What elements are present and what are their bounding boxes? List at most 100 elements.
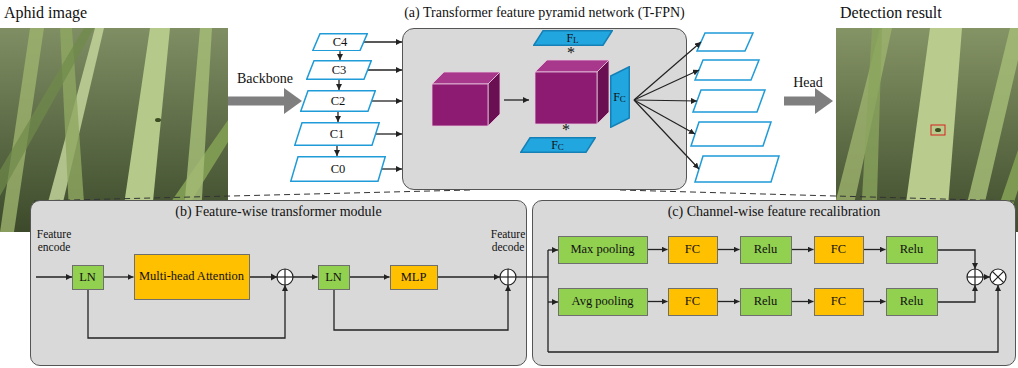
node-text: Relu (754, 294, 778, 308)
feature-plate: FL (533, 30, 613, 46)
connector (718, 301, 740, 302)
add-symbol (500, 269, 516, 285)
parallelogram-shape (533, 31, 612, 46)
feature-map: C0 (290, 156, 386, 182)
connector (792, 301, 814, 302)
node-text: LN (325, 270, 342, 284)
parallelogram-shape (295, 123, 380, 146)
backbone-arrow (228, 97, 284, 106)
node-text: FC (685, 242, 700, 256)
aphid (155, 118, 161, 122)
io-label: Feature decode (486, 228, 530, 254)
flow-arrow (548, 249, 558, 250)
node-text: C1 (330, 127, 345, 141)
connector (338, 80, 339, 90)
node-text: Max pooling (570, 242, 634, 256)
node-text: L (573, 36, 579, 45)
feature-map: C4 (312, 33, 368, 51)
feature-map: C3 (306, 60, 372, 80)
add-symbol (277, 269, 293, 285)
feature-cube (535, 60, 609, 124)
module-panel: (c) Channel-wise feature recalibrationMa… (532, 200, 1016, 366)
panel-title: (b) Feature-wise transformer module (175, 204, 381, 220)
node-text: FC (831, 242, 846, 256)
node-text: Relu (754, 242, 778, 256)
connector (376, 133, 402, 134)
panel-title: (c) Channel-wise feature recalibration (668, 204, 881, 220)
multiply-symbol (990, 269, 1006, 285)
aphid (935, 128, 941, 132)
operator-symbol-text: * (562, 122, 570, 138)
edge-label: Backbone (237, 71, 293, 87)
parallelogram-shape (313, 34, 368, 51)
head-arrow (784, 88, 833, 114)
output-feature-map (691, 122, 771, 146)
output-feature-maps (691, 33, 779, 182)
pooling-box: Avg pooling (558, 288, 648, 316)
pooling-box: Max pooling (558, 236, 648, 264)
fc-box: FC (814, 288, 864, 316)
activation-box: Relu (740, 236, 792, 264)
grass-blade (0, 28, 94, 196)
panel-title: Aphid image (4, 4, 87, 22)
flow-arrow (438, 276, 500, 277)
arrow-label: Head (793, 76, 823, 90)
cube-face (535, 72, 597, 124)
io-label-text: Feature decode (486, 228, 530, 254)
node-text: C0 (331, 162, 346, 176)
module-panel: (b) Feature-wise transformer moduleLNMul… (30, 200, 527, 366)
connector (364, 41, 402, 42)
connector (104, 276, 134, 277)
activation-box: Relu (740, 288, 792, 316)
arrow-shaft (784, 97, 816, 106)
feature-map: C2 (300, 90, 376, 112)
activation-box: Relu (886, 288, 938, 316)
flow-arrow (983, 276, 990, 277)
activation-box: Relu (886, 236, 938, 264)
parallelogram-shape (291, 157, 386, 182)
operator-symbol: * (562, 122, 570, 138)
cube-face (432, 84, 488, 126)
node-text: F (566, 32, 573, 44)
connector (372, 100, 402, 101)
connector (339, 51, 340, 60)
connector (864, 249, 886, 250)
node-text: F (613, 91, 620, 103)
panel-title: Detection result (840, 4, 942, 22)
flow-line (516, 276, 548, 277)
connector (864, 301, 886, 302)
fc-box: FC (668, 236, 718, 264)
edge-label-text: Backbone (237, 71, 293, 87)
parallelogram-shape (610, 66, 629, 127)
feature-plate: FC (610, 66, 630, 128)
input-arrow (36, 276, 72, 277)
feature-cube (432, 72, 500, 126)
node-text: Relu (900, 242, 924, 256)
parallelogram-shape (301, 91, 376, 112)
operator-symbol-text: * (567, 45, 575, 61)
node-text: C2 (331, 94, 346, 108)
connector (368, 69, 402, 70)
node-text: FC (685, 294, 700, 308)
connector (382, 168, 402, 169)
node-text: C4 (333, 35, 348, 49)
norm-box: LN (318, 265, 350, 290)
arrow-label-text: Head (793, 76, 823, 90)
output-feature-map (693, 90, 765, 112)
node-text: FC (831, 294, 846, 308)
parallelogram-shape (307, 61, 372, 80)
feature-plate: FC (520, 137, 596, 153)
flow-arrow (504, 99, 529, 100)
node-text: F (551, 139, 558, 151)
fc-box: FC (814, 236, 864, 264)
output-feature-map (695, 156, 779, 182)
cube-face (535, 60, 609, 72)
io-label: Feature encode (32, 228, 76, 254)
connector (648, 249, 668, 250)
norm-box: LN (72, 265, 104, 290)
mlp-box: MLP (390, 265, 438, 290)
parallelogram-shape (520, 138, 595, 153)
node-text: C3 (332, 63, 347, 77)
